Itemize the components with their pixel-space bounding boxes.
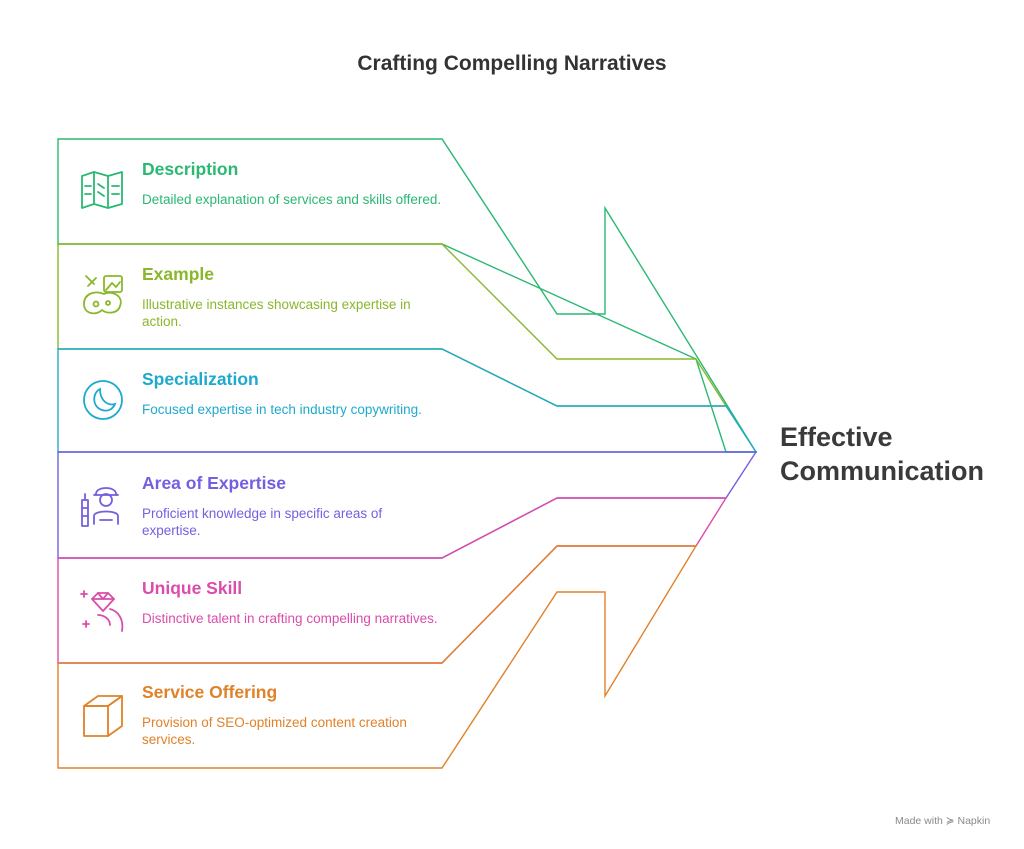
napkin-watermark: Made with ≽ Napkin: [895, 815, 991, 827]
box-icon: [83, 695, 123, 737]
item-desc: Proficient knowledge in specific areas o…: [142, 506, 383, 538]
item-area-of-expertise: Area of Expertise Proficient knowledge i…: [142, 472, 442, 539]
item-title: Service Offering: [142, 682, 278, 702]
item-title: Example: [142, 264, 214, 284]
item-desc: Distinctive talent in crafting compellin…: [142, 611, 438, 626]
item-service-offering: Service Offering Provision of SEO-optimi…: [142, 681, 442, 748]
moon-badge-icon: [83, 380, 123, 420]
outcome-line-1: Effective: [780, 422, 893, 452]
band-service-offering: [57, 545, 698, 769]
diamond-hand-icon: [80, 590, 124, 632]
item-desc: Illustrative instances showcasing expert…: [142, 297, 411, 329]
outcome-line-2: Communication: [780, 456, 985, 486]
item-desc: Provision of SEO-optimized content creat…: [142, 715, 407, 747]
item-title: Unique Skill: [142, 578, 243, 598]
item-description: Description Detailed explanation of serv…: [142, 158, 442, 208]
item-title: Area of Expertise: [142, 473, 286, 493]
item-unique-skill: Unique Skill Distinctive talent in craft…: [142, 577, 442, 627]
diagram-title: Crafting Compelling Narratives: [357, 52, 667, 75]
item-desc: Detailed explanation of services and ski…: [142, 192, 442, 207]
item-example: Example Illustrative instances showcasin…: [142, 263, 442, 330]
map-icon: [81, 171, 123, 209]
item-desc: Focused expertise in tech industry copyw…: [142, 402, 422, 417]
palette-art-icon: [83, 275, 123, 315]
worker-icon: [81, 487, 119, 527]
item-specialization: Specialization Focused expertise in tech…: [142, 368, 442, 418]
outcome-label: Effective Communication: [780, 420, 984, 488]
item-title: Specialization: [142, 369, 259, 389]
item-title: Description: [142, 159, 239, 179]
